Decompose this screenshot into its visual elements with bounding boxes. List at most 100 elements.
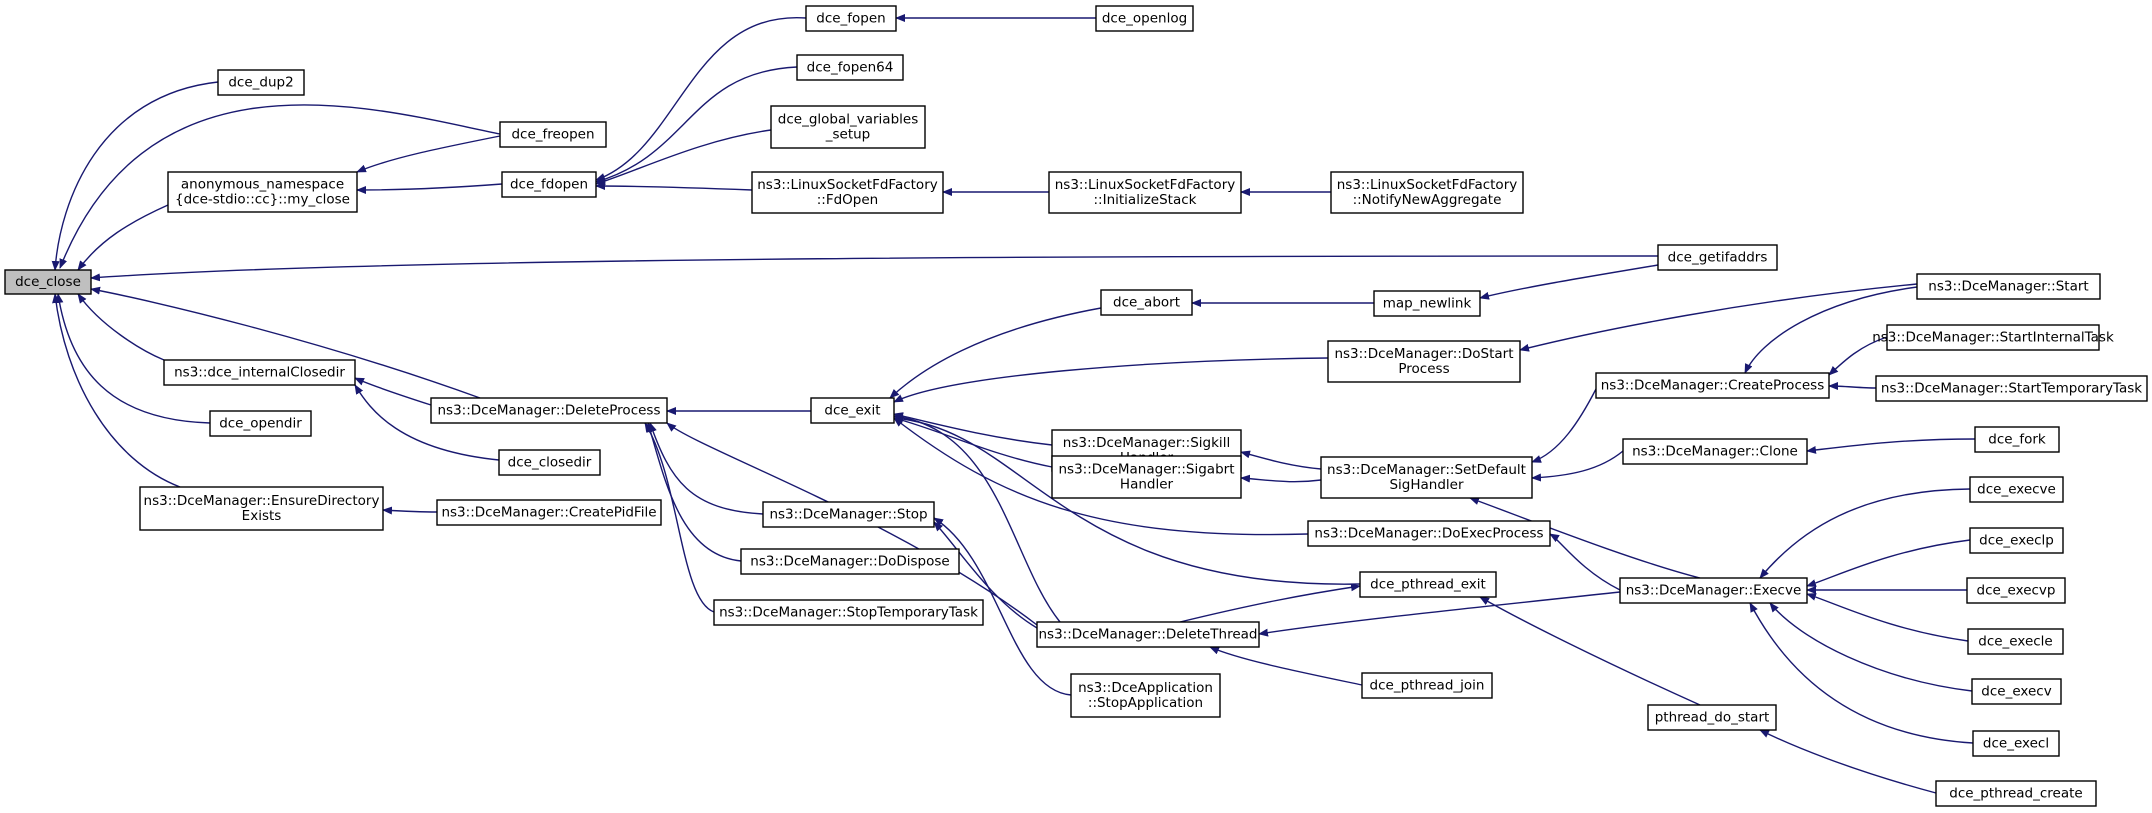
node-dce-exit[interactable]: dce_exit bbox=[810, 397, 895, 424]
node-dce-close[interactable]: dce_close bbox=[4, 269, 92, 295]
node-fdopen-factory[interactable]: ns3::LinuxSocketFdFactory::FdOpen bbox=[751, 171, 944, 214]
edge-dce-getifaddrs-to-map-newlink bbox=[1479, 264, 1659, 300]
node-box bbox=[1320, 456, 1533, 499]
node-dce-getifaddrs[interactable]: dce_getifaddrs bbox=[1657, 244, 1778, 271]
node-dm-startTemporaryTask[interactable]: ns3::DceManager::StartTemporaryTask bbox=[1875, 375, 2148, 402]
node-dce-execl[interactable]: dce_execl bbox=[1972, 730, 2060, 757]
node-label: dce_freopen bbox=[511, 127, 594, 143]
node-label: map_newlink bbox=[1383, 296, 1472, 312]
node-dm-execve[interactable]: ns3::DceManager::Execve bbox=[1619, 577, 1808, 604]
node-dce-pthread-join[interactable]: dce_pthread_join bbox=[1361, 672, 1493, 699]
node-dm-createProcess[interactable]: ns3::DceManager::CreateProcess bbox=[1595, 372, 1830, 399]
node-dce-pthread-create[interactable]: dce_pthread_create bbox=[1935, 780, 2097, 807]
node-box bbox=[1971, 678, 2062, 705]
edge-dm-ensureDir-to-dce-close bbox=[52, 293, 181, 488]
node-dce-abort[interactable]: dce_abort bbox=[1100, 289, 1193, 316]
node-dce-execle[interactable]: dce_execle bbox=[1967, 628, 2064, 655]
node-dce-dup2[interactable]: dce_dup2 bbox=[217, 69, 305, 96]
node-stopApplication[interactable]: ns3::DceApplication::StopApplication bbox=[1070, 673, 1221, 718]
node-dce-fopen64[interactable]: dce_fopen64 bbox=[796, 54, 904, 81]
node-dce-closedir[interactable]: dce_closedir bbox=[498, 449, 601, 476]
node-label: dce_pthread_exit bbox=[1370, 577, 1486, 593]
node-label: Exists bbox=[242, 508, 282, 524]
node-label: dce_exit bbox=[824, 403, 880, 419]
node-label: ::NotifyNewAggregate bbox=[1353, 192, 1502, 208]
edge-dm-doExecProcess-to-dce-exit bbox=[893, 417, 1309, 536]
node-pthread-do-start[interactable]: pthread_do_start bbox=[1647, 704, 1777, 731]
node-label: ns3::dce_internalClosedir bbox=[174, 365, 345, 381]
node-box bbox=[1886, 324, 2100, 351]
edge-dm-doStartProcess-to-dce-exit bbox=[893, 357, 1329, 403]
node-dce-pthread-exit[interactable]: dce_pthread_exit bbox=[1359, 571, 1497, 598]
edge-fdopen-factory-to-dce-fdopen bbox=[595, 182, 753, 191]
node-dce-internalClosedir[interactable]: ns3::dce_internalClosedir bbox=[163, 359, 356, 386]
node-box bbox=[499, 121, 607, 148]
edge-dm-clone-to-dm-setDefaultSig bbox=[1531, 450, 1624, 482]
node-label: Process bbox=[1398, 361, 1449, 377]
node-label: dce_fopen bbox=[816, 11, 886, 27]
node-label: ns3::DceManager::StartTemporaryTask bbox=[1881, 381, 2142, 397]
node-map-newlink[interactable]: map_newlink bbox=[1373, 290, 1481, 317]
node-box bbox=[1619, 577, 1808, 604]
node-label: dce_execve bbox=[1977, 482, 2056, 498]
edge-dm-deleteThread-to-dce-exit bbox=[893, 413, 1061, 623]
node-box bbox=[163, 359, 356, 386]
node-label: dce_closedir bbox=[508, 455, 592, 471]
edge-stopApplication-to-dm-stop bbox=[933, 517, 1072, 696]
node-dce-execlp[interactable]: dce_execlp bbox=[1969, 527, 2064, 554]
edge-dce-pthread-exit-to-dce-exit bbox=[893, 414, 1361, 585]
node-dce-global-variables-setup[interactable]: dce_global_variables_setup bbox=[770, 105, 926, 149]
node-dce-freopen[interactable]: dce_freopen bbox=[499, 121, 607, 148]
node-label: dce_execl bbox=[1983, 736, 2049, 752]
node-notifynew[interactable]: ns3::LinuxSocketFdFactory::NotifyNewAggr… bbox=[1330, 171, 1524, 214]
node-label: ns3::DceManager::Execve bbox=[1626, 583, 1802, 599]
nodes-layer: dce_close dce_dup2 dce_freopen anonymous_na… bbox=[4, 5, 2148, 807]
edge-dm-startTemporaryTask-to-dm-createProcess bbox=[1828, 382, 1877, 391]
node-label: ns3::DceManager::Stop bbox=[769, 507, 927, 523]
node-label: dce_dup2 bbox=[228, 75, 293, 91]
node-my-close[interactable]: anonymous_namespace{dce-stdio::cc}::my_c… bbox=[167, 171, 358, 213]
node-label: ::InitializeStack bbox=[1094, 192, 1197, 208]
node-box bbox=[1330, 171, 1524, 214]
node-initstack[interactable]: ns3::LinuxSocketFdFactory::InitializeSta… bbox=[1048, 171, 1242, 214]
node-label: dce_fopen64 bbox=[807, 60, 894, 76]
node-label: dce_fdopen bbox=[510, 177, 588, 193]
node-label: ns3::DceManager::EnsureDirectory bbox=[144, 493, 380, 509]
node-dce-openlog[interactable]: dce_openlog bbox=[1095, 5, 1194, 32]
node-label: dce_opendir bbox=[219, 416, 302, 432]
node-dm-doDispose[interactable]: ns3::DceManager::DoDispose bbox=[740, 548, 960, 575]
node-dce-fopen[interactable]: dce_fopen bbox=[805, 5, 897, 32]
edge-dm-stopTemporaryTask-to-dm-deleteProcess bbox=[644, 422, 715, 613]
node-box bbox=[1875, 375, 2148, 402]
node-box bbox=[1070, 673, 1221, 718]
node-dm-stopTemporaryTask[interactable]: ns3::DceManager::StopTemporaryTask bbox=[713, 599, 984, 626]
node-dce-fdopen[interactable]: dce_fdopen bbox=[501, 171, 597, 198]
edge-dm-setDefaultSig-to-dm-sigabrt bbox=[1240, 474, 1322, 483]
node-dce-fork[interactable]: dce_fork bbox=[1974, 426, 2060, 453]
node-dce-execvp[interactable]: dce_execvp bbox=[1966, 577, 2066, 604]
edge-dm-setDefaultSig-to-dm-sigkill bbox=[1240, 450, 1322, 470]
node-dm-clone[interactable]: ns3::DceManager::Clone bbox=[1622, 438, 1808, 465]
node-box bbox=[810, 397, 895, 424]
node-dm-start[interactable]: ns3::DceManager::Start bbox=[1916, 273, 2101, 300]
node-dm-startInternalTask[interactable]: ns3::DceManager::StartInternalTask bbox=[1872, 324, 2114, 351]
node-label: Handler bbox=[1120, 477, 1174, 493]
edge-dm-execve-to-dm-doExecProcess bbox=[1549, 533, 1621, 591]
node-dm-doExecProcess[interactable]: ns3::DceManager::DoExecProcess bbox=[1307, 520, 1551, 547]
node-dce-execv[interactable]: dce_execv bbox=[1971, 678, 2062, 705]
node-dce-execve[interactable]: dce_execve bbox=[1969, 476, 2064, 503]
edge-dce-abort-to-dce-exit bbox=[889, 307, 1102, 399]
node-label: pthread_do_start bbox=[1655, 710, 1770, 726]
node-dm-deleteThread[interactable]: ns3::DceManager::DeleteThread bbox=[1036, 621, 1260, 648]
node-dm-createPidFile[interactable]: ns3::DceManager::CreatePidFile bbox=[436, 499, 662, 526]
node-box bbox=[1935, 780, 2097, 807]
node-label: ns3::DceManager::DoDispose bbox=[750, 554, 949, 570]
node-dm-deleteProcess[interactable]: ns3::DceManager::DeleteProcess bbox=[430, 397, 668, 424]
node-dce-opendir[interactable]: dce_opendir bbox=[209, 410, 312, 437]
edge-dce-execlp-to-dm-execve bbox=[1806, 539, 1971, 587]
node-dm-stop[interactable]: ns3::DceManager::Stop bbox=[762, 501, 935, 528]
